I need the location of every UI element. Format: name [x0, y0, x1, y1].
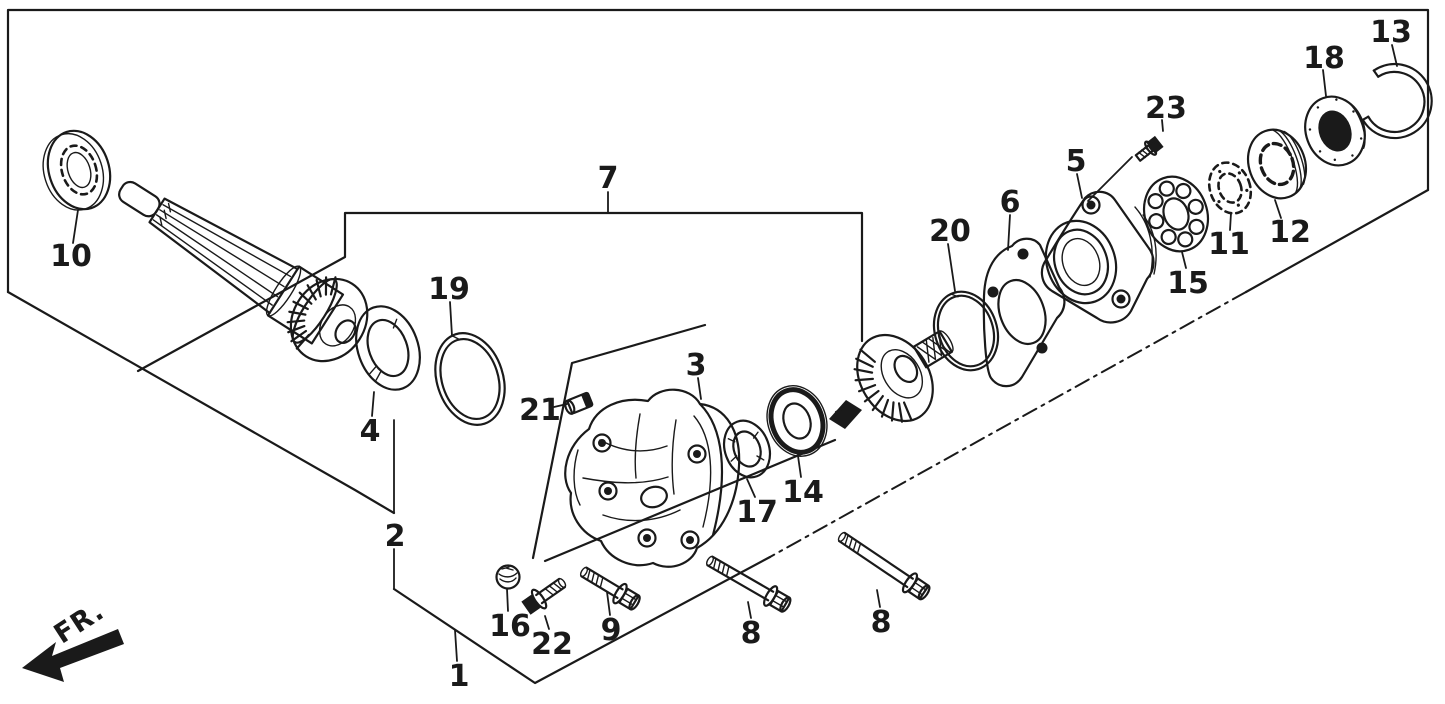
cover-bolt-bosses: [592, 433, 707, 550]
leader-line-14: [797, 455, 802, 478]
part-label-6: 6: [1000, 185, 1021, 220]
part-label-18: 18: [1303, 41, 1345, 76]
outer-frame: [6, 8, 1430, 558]
part-label-23: 23: [1145, 91, 1187, 126]
bolt-22: [521, 577, 567, 615]
leader-line-23: [1087, 156, 1133, 202]
leader-line-20: [947, 243, 956, 292]
oil-seal-17: [722, 419, 772, 479]
part-label-14: 14: [782, 475, 824, 510]
bevel-pinion-gear: [829, 330, 954, 429]
leader-line-8-2: [876, 589, 881, 608]
gasket-6: [982, 237, 1066, 388]
part-label-10: 10: [50, 239, 92, 274]
thrust-washer-4: [355, 305, 421, 391]
part-label-15: 15: [1167, 266, 1209, 301]
part-label-17: 17: [736, 495, 778, 530]
part-label-11: 11: [1208, 227, 1250, 262]
bolt-8-front: [705, 555, 792, 613]
leader-line-21: [553, 403, 568, 408]
bolt-8-rear: [837, 531, 931, 601]
ball-bearing-14: [766, 385, 828, 457]
part-label-3: 3: [686, 348, 707, 383]
gear-teeth-fan: [286, 276, 337, 350]
leader-line-3: [697, 377, 702, 400]
bolt-9: [579, 566, 641, 611]
cap-16: [495, 564, 521, 590]
leader-line-17: [746, 478, 756, 498]
leader-line-19: [449, 301, 453, 337]
part-label-4: 4: [360, 414, 381, 449]
leader-line-15: [1181, 251, 1187, 269]
part-label-16: 16: [489, 609, 531, 644]
leader-line-5: [1076, 173, 1083, 199]
leader-line-10: [72, 209, 79, 244]
lock-nut-12: [1246, 128, 1308, 200]
fr-direction-arrow: FR.: [22, 595, 124, 682]
leader-line-16: [506, 588, 509, 612]
lock-washer-11: [1207, 161, 1253, 215]
leader-line-1: [454, 629, 458, 662]
part-label-8-2: 8: [871, 605, 892, 640]
part-label-2: 2: [385, 519, 406, 554]
leader-line-8-1: [747, 601, 752, 619]
snap-ring-13: [1361, 62, 1433, 140]
part-label-5: 5: [1066, 144, 1087, 179]
assembly-box-7: [136, 211, 864, 373]
screw-23: [1134, 135, 1164, 162]
leader-line-23: [1161, 119, 1164, 132]
part-label-13: 13: [1370, 15, 1412, 50]
part-label-21: 21: [519, 393, 561, 428]
leader-line-9: [606, 591, 611, 616]
dowel-pin-21: [564, 391, 594, 415]
leader-line-13: [1391, 44, 1398, 67]
part-label-19: 19: [428, 272, 470, 307]
o-ring-20: [932, 290, 1000, 372]
leader-line-18: [1322, 69, 1327, 97]
part-label-1: 1: [449, 659, 470, 694]
output-shaft: [118, 180, 369, 363]
leader-line-4: [371, 391, 375, 417]
leader-line-12: [1274, 199, 1282, 219]
part-label-7: 7: [598, 161, 619, 196]
dust-seal-18: [1304, 95, 1366, 167]
gear-case-cover-3: [564, 388, 741, 568]
leader-line-11: [1229, 212, 1232, 231]
leader-line-6: [1007, 214, 1011, 251]
part-label-22: 22: [531, 627, 573, 662]
leader-line-22: [544, 615, 550, 630]
bearing-holder-5: [1040, 190, 1157, 324]
o-ring-19: [434, 332, 506, 426]
spline-washer-10: [42, 129, 112, 211]
part-label-20: 20: [929, 214, 971, 249]
part-label-8-1: 8: [741, 616, 762, 651]
ball-bearing-15: [1143, 175, 1209, 253]
part-label-12: 12: [1269, 215, 1311, 250]
part-label-9: 9: [601, 613, 622, 648]
assembly-box-1: [392, 323, 837, 685]
